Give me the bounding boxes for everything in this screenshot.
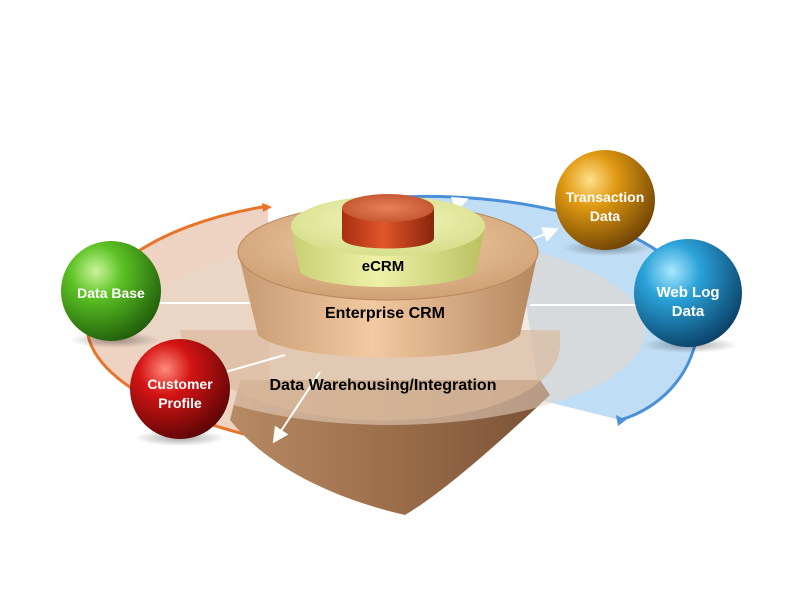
data-warehousing-label: Data Warehousing/Integration xyxy=(270,377,497,394)
sphere-label: Web Log xyxy=(656,284,719,301)
sphere-label: Data Base xyxy=(77,285,145,301)
sphere-label: Data xyxy=(590,208,621,224)
sphere-label: Data xyxy=(672,303,705,320)
sphere-customer-profile: Customer Profile xyxy=(130,339,230,439)
sphere-data-base: Data Base xyxy=(61,241,161,341)
sphere-label: Profile xyxy=(158,395,202,411)
sphere-web-log-data: Web Log Data xyxy=(634,239,742,347)
sphere-label: Customer xyxy=(147,376,213,392)
ecrm-label: eCRM xyxy=(362,258,405,275)
sphere-transaction-data: Transaction Data xyxy=(555,150,655,250)
enterprise-crm-label: Enterprise CRM xyxy=(325,305,445,322)
sphere-label: Transaction xyxy=(566,189,645,205)
core-cylinder xyxy=(342,194,434,249)
